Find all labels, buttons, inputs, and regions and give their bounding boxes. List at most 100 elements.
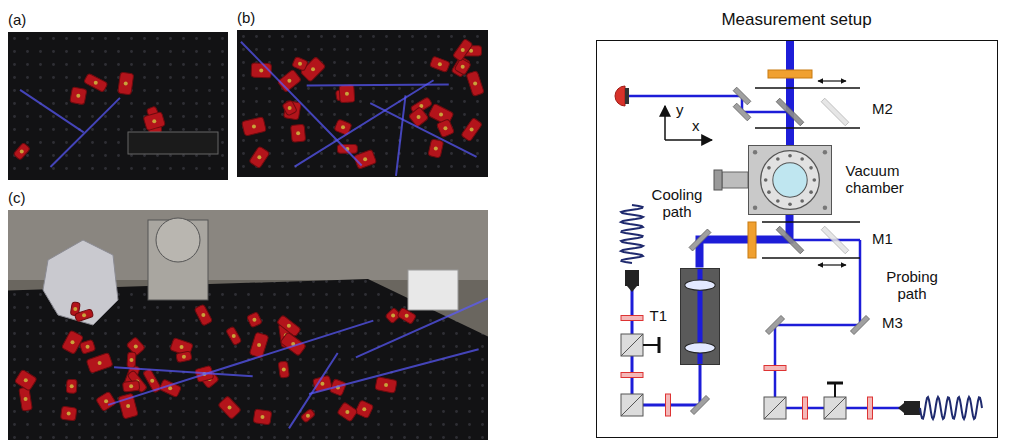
optical-table [8,32,228,180]
photo-illustration [8,210,488,440]
flange-bolt [800,199,804,203]
mount-knob [417,115,421,119]
mount-knob [150,379,154,383]
corner-bolt [752,205,756,209]
mount-knob [180,345,184,349]
component-label: Vacuum chamber [846,162,930,197]
cooling-beam [786,40,794,145]
move-arrow [818,264,846,265]
flange-bolt [788,202,792,206]
optic-mount [218,396,242,420]
optic-mount [454,58,471,75]
optic-mount [194,304,212,326]
fiber-coupler [625,270,639,286]
mirror [689,229,711,251]
mount-knob [320,382,324,386]
mount-knob [362,407,366,411]
mount-knob [104,399,108,403]
mount-knob [473,82,477,86]
mount-knob [98,361,102,365]
laser-beam [742,111,790,114]
mount-knob [94,81,98,85]
mirror-label: M3 [882,314,903,331]
mount-knob [298,62,302,66]
optic-mount [397,307,416,324]
mount-knob [341,125,345,129]
beam-dump [643,344,659,346]
corner-bolt [822,149,826,153]
telescope-box: T1 [680,268,720,365]
flange-bolt [809,166,813,170]
beam-splitter-cube [621,334,643,356]
optic-mount [375,377,397,394]
waveplate [621,373,643,378]
mount-knob [134,344,138,348]
optic-mount [61,330,83,354]
waveplate [621,316,643,321]
optic-mount [226,326,242,345]
equipment-box [408,270,458,310]
mount-knob [287,79,291,83]
mount-knob [306,414,310,418]
beam-splitter-diagonal [621,394,643,416]
mirror-rail [755,87,860,89]
fiber-coil [920,397,982,419]
vacuum-chamber-photo [156,218,200,262]
flange-bolt [812,178,816,182]
laser-beam [790,239,860,242]
optic-mount [278,361,289,378]
component-label: T1 [649,307,667,324]
mount-knob [345,410,349,414]
laser-beam [629,95,742,98]
mount-knob [182,355,186,359]
laser-glow [114,367,253,376]
lens [684,342,714,352]
optic-mount [86,353,113,374]
optic-mount [291,124,306,142]
laser-glow [307,83,449,86]
axis-label: x [692,117,700,134]
mount-knob [443,126,447,130]
axis-label: y [676,101,684,118]
optic-mount [428,139,444,158]
laser-glow [309,349,479,394]
photo-background [8,210,488,440]
optic-mount [355,400,374,419]
laser-beam [775,324,860,327]
mount-knob [82,313,86,317]
optic-mount [339,85,355,103]
mount-knob [461,48,465,52]
mirror [690,395,709,414]
photo-illustration [237,30,488,177]
photodetector [615,86,625,106]
laser-glow [108,321,373,405]
laser-glow [289,353,338,428]
axis-arrow [664,106,666,140]
beam-splitter-diagonal [621,334,643,356]
flange-bolt [776,199,780,203]
flange [760,150,819,209]
fiber-coil [621,205,643,263]
optic-mount [14,369,37,391]
mount-knob [257,343,261,347]
mount-knob [296,131,300,135]
flange-bolt [776,157,780,161]
photo-panel: (a) [8,32,228,180]
beam-dump [834,383,836,397]
mount-knob [86,345,90,349]
flange-bolt [809,190,813,194]
mirror-rail [755,127,860,129]
optic-mount [453,38,473,61]
beam-splitter-diagonal [764,397,786,419]
path-label: Cooling path [645,186,709,221]
optic-mount [461,118,483,142]
laser-beam [699,365,702,405]
mount-knob [391,314,395,318]
mount-knob [311,67,315,71]
flange-bolt [767,166,771,170]
panel-label: (b) [237,9,255,26]
optic-mount [300,408,315,423]
optic-mount [249,146,270,169]
flange-bolt [767,190,771,194]
